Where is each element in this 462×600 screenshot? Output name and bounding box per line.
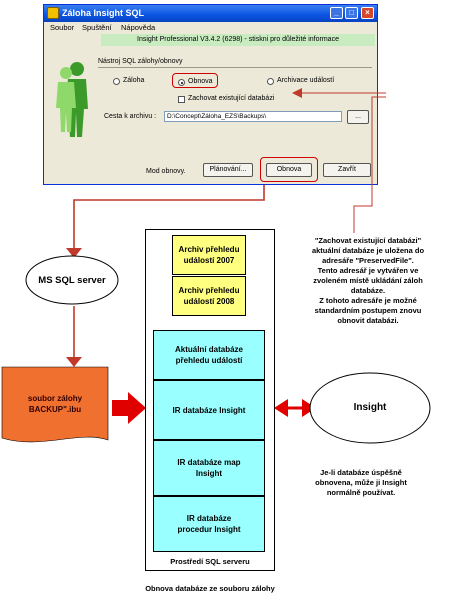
mode-label: Mod obnovy. <box>146 168 186 175</box>
minimize-icon[interactable]: _ <box>330 7 343 19</box>
arrowhead-left <box>274 399 288 417</box>
close-icon[interactable]: × <box>361 7 374 19</box>
insight-label: Insight <box>353 402 387 413</box>
db-ir-insight-box: IR databáze Insight <box>153 380 265 440</box>
browse-button[interactable]: ... <box>347 110 369 124</box>
environment-label: Prostředí SQL serveru <box>170 557 250 566</box>
group-label: Nástroj SQL zálohy/obnovy <box>98 58 183 65</box>
keep-db-note: "Zachovat existující databázi" aktuální … <box>311 236 425 325</box>
menu-bar: Soubor Spuštění Nápověda <box>44 22 377 33</box>
app-icon <box>47 7 59 19</box>
keep-db-label: Zachovat existující databázi <box>188 95 275 102</box>
backup-file-label: soubor zálohy BACKUP".ibu <box>27 394 83 414</box>
connector-restore-to-sql <box>73 185 265 252</box>
diagram-caption: Obnova databáze ze souboru zálohy <box>145 584 275 593</box>
schedule-button[interactable]: Plánování... <box>203 163 253 177</box>
backup-file-shape <box>1 366 109 443</box>
path-label: Cesta k archivu : <box>104 113 157 120</box>
arrowhead-to-checkbox <box>292 88 302 98</box>
file-to-db-arrow <box>112 392 146 424</box>
backup-window: Záloha Insight SQL _ □ × Soubor Spuštění… <box>43 4 378 185</box>
close-button[interactable]: Zavřít <box>323 163 371 177</box>
radio-backup[interactable] <box>113 78 120 85</box>
ms-sql-server-label: MS SQL server <box>38 275 106 286</box>
radio-restore[interactable] <box>178 79 185 86</box>
insight-ellipse <box>309 372 431 444</box>
radio-archive[interactable] <box>267 78 274 85</box>
keep-db-checkbox[interactable] <box>178 96 185 103</box>
info-bar[interactable]: Insight Professional V3.4.2 (6298) - sti… <box>101 34 375 46</box>
restored-note: Je-li databáze úspěšně obnovena, může ji… <box>315 468 407 497</box>
restore-highlight <box>172 73 218 88</box>
radio-archive-label: Archivace událostí <box>277 77 335 84</box>
menu-file[interactable]: Soubor <box>50 23 75 32</box>
radio-restore-label: Obnova <box>188 78 213 85</box>
restore-button[interactable]: Obnova <box>266 163 312 177</box>
window-title: Záloha Insight SQL <box>62 8 145 18</box>
menu-run[interactable]: Spuštění <box>82 23 112 32</box>
group-divider <box>98 67 372 68</box>
maximize-icon[interactable]: □ <box>345 7 358 19</box>
title-bar: Záloha Insight SQL _ □ × <box>44 5 377 22</box>
path-input[interactable]: D:\Concept\Záloha_EZS\Backups\ <box>164 111 342 122</box>
users-icon <box>56 62 88 137</box>
arrowhead-to-sql <box>66 248 82 258</box>
menu-help[interactable]: Nápověda <box>121 23 156 32</box>
radio-backup-label: Záloha <box>123 77 145 84</box>
connector-checkbox-to-note <box>353 96 386 233</box>
restore-button-highlight <box>260 157 318 182</box>
arrowhead-to-file <box>66 357 82 367</box>
ms-sql-server-ellipse <box>25 255 119 305</box>
arrowhead-right <box>302 399 316 417</box>
